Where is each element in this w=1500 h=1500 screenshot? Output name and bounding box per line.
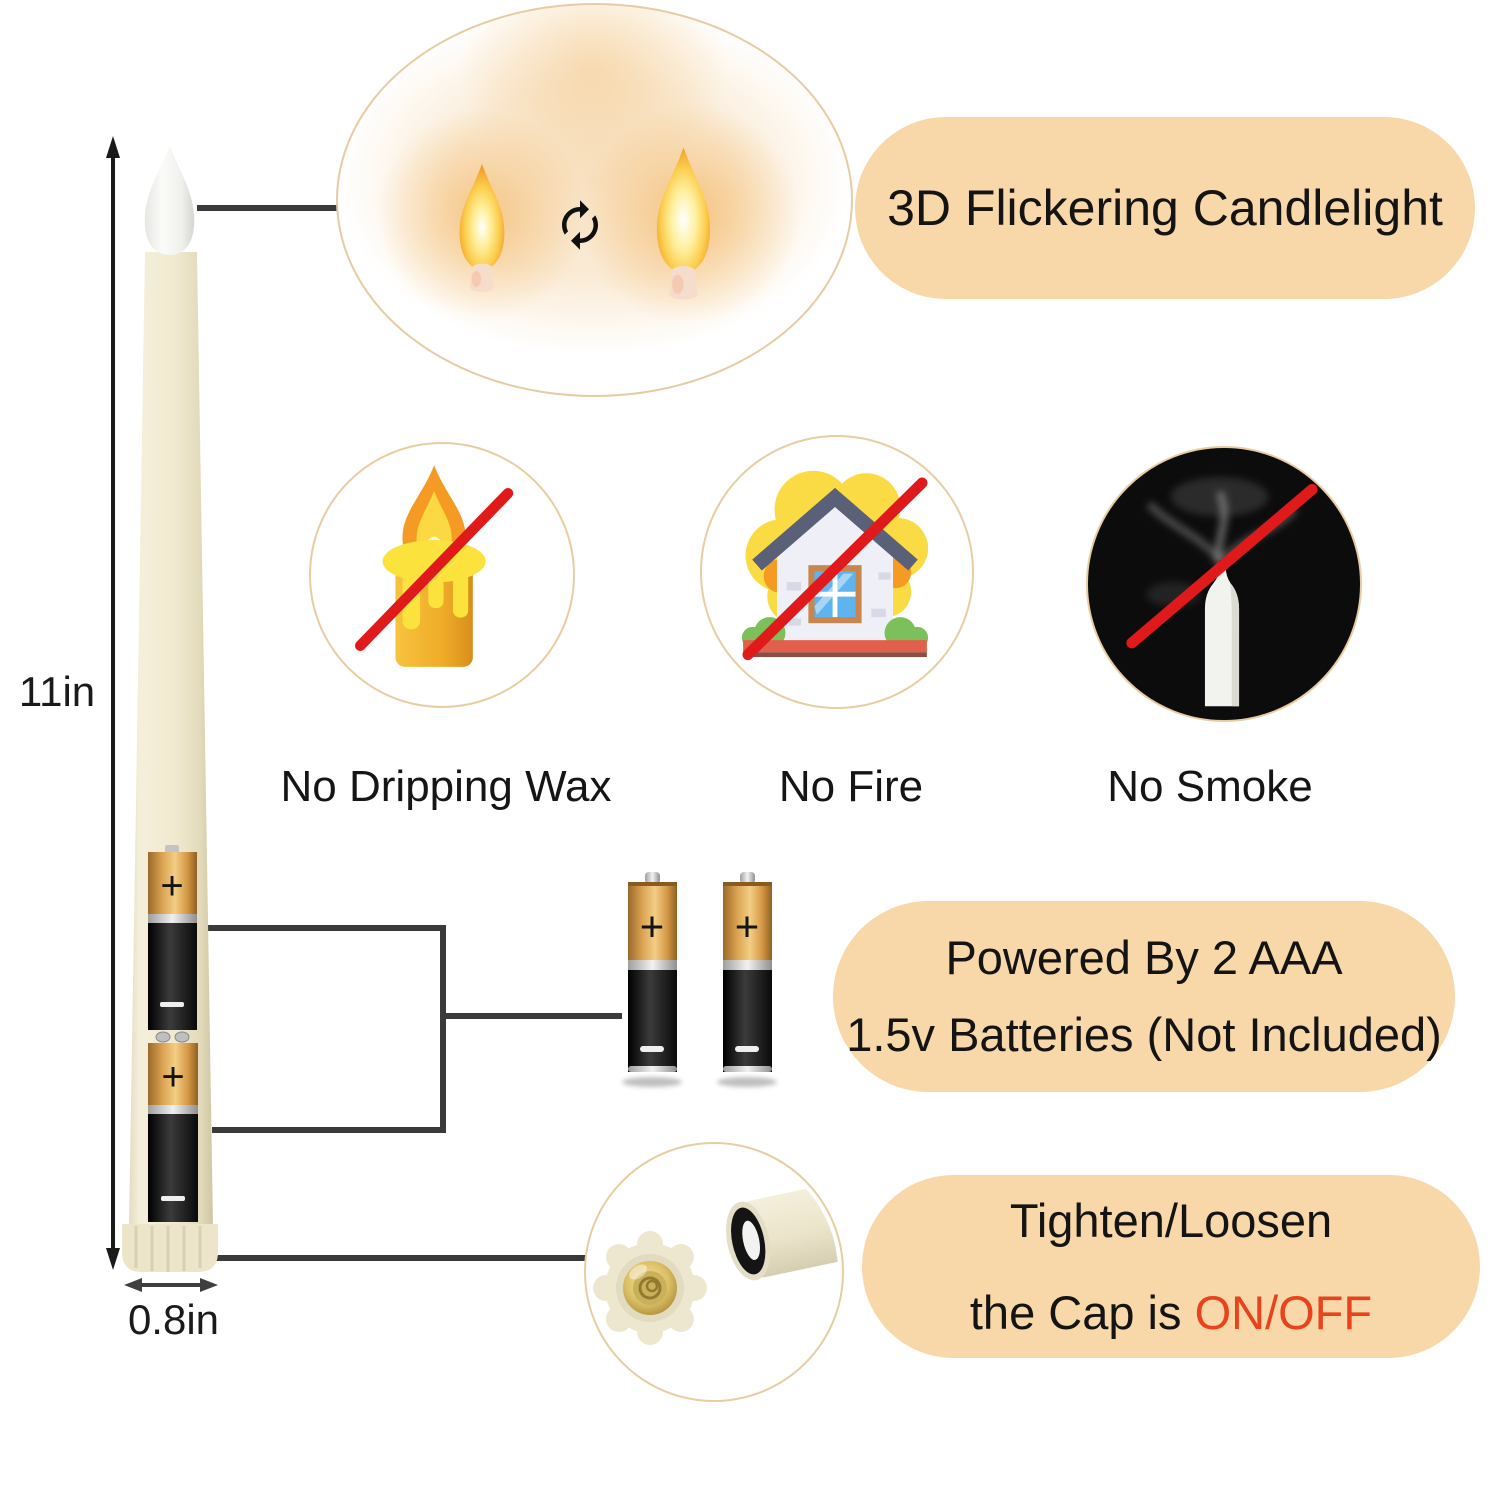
feature-circle-no-smoke <box>1086 446 1362 722</box>
candle-plastic-tip <box>144 146 195 255</box>
aaa-battery-2: + <box>717 872 777 1087</box>
flame-right-icon <box>656 147 711 300</box>
height-label: 11in <box>18 668 96 715</box>
candle-tube <box>726 1175 838 1281</box>
feature-circle-no-dripping-wax <box>309 442 575 708</box>
battery-minus-mark <box>640 1046 664 1052</box>
battery-minus-mark <box>161 1196 185 1201</box>
battery-plus-label: + <box>640 903 665 950</box>
red-slash-icon <box>742 477 928 661</box>
internal-battery-1: + <box>148 845 197 1030</box>
flicker-callout-pill: 3D Flickering Candlelight <box>855 117 1475 299</box>
cap-knob <box>593 1231 707 1345</box>
cap-detail-icon <box>593 1175 838 1345</box>
battery-callout-line2: 1.5v Batteries (Not Included) <box>846 1008 1442 1061</box>
feature-circle-no-fire <box>700 435 974 709</box>
width-label: 0.8in <box>127 1296 220 1343</box>
battery-plus-label: + <box>735 903 760 950</box>
flicker-demo-ellipse <box>336 3 853 397</box>
house-roof <box>752 487 918 571</box>
flame-left-icon <box>459 163 505 292</box>
flicker-callout-text: 3D Flickering Candlelight <box>887 180 1443 236</box>
height-dimension-arrow <box>106 136 120 1270</box>
battery-plus-label: + <box>160 864 183 908</box>
internal-battery-2: + <box>148 1043 198 1222</box>
aaa-battery-1: + <box>622 872 682 1087</box>
aaa-batteries-icon: + + <box>622 872 777 1087</box>
rotate-icon <box>562 200 598 250</box>
battery-plus-label: + <box>161 1055 184 1099</box>
cap-callout-line2: the Cap is ON/OFF <box>970 1286 1372 1340</box>
cap-callout-line2-prefix: the Cap is <box>969 1285 1195 1339</box>
feature-label-no-fire: No Fire <box>778 762 924 811</box>
battery-minus-mark <box>160 1002 184 1007</box>
battery-minus-mark <box>735 1046 759 1052</box>
cap-callout-pill: Tighten/Loosen the Cap is ON/OFF <box>862 1175 1480 1358</box>
candle-base-cap <box>122 1224 218 1272</box>
no-fire-icon <box>741 470 929 661</box>
battery-callout-pill: Powered By 2 AAA 1.5v Batteries (Not Inc… <box>833 901 1455 1092</box>
extinguished-candle <box>1204 560 1240 707</box>
battery-callout-line1: Powered By 2 AAA <box>945 931 1343 984</box>
ground-strip <box>743 640 927 653</box>
red-slash-icon <box>354 487 514 651</box>
on-off-highlight: ON/OFF <box>1194 1285 1373 1339</box>
no-smoke-icon <box>1126 477 1318 707</box>
red-slash-icon <box>1126 483 1318 649</box>
feature-label-no-smoke: No Smoke <box>1107 762 1313 811</box>
cap-detail-circle <box>584 1142 844 1402</box>
no-dripping-wax-icon <box>354 465 514 667</box>
taper-candle: + + <box>106 136 218 1292</box>
feature-label-no-dripping-wax: No Dripping Wax <box>280 762 612 811</box>
width-dimension-arrow <box>124 1278 218 1292</box>
callout-line-battery-bracket <box>206 925 622 1133</box>
cap-callout-line1: Tighten/Loosen <box>1009 1193 1333 1247</box>
